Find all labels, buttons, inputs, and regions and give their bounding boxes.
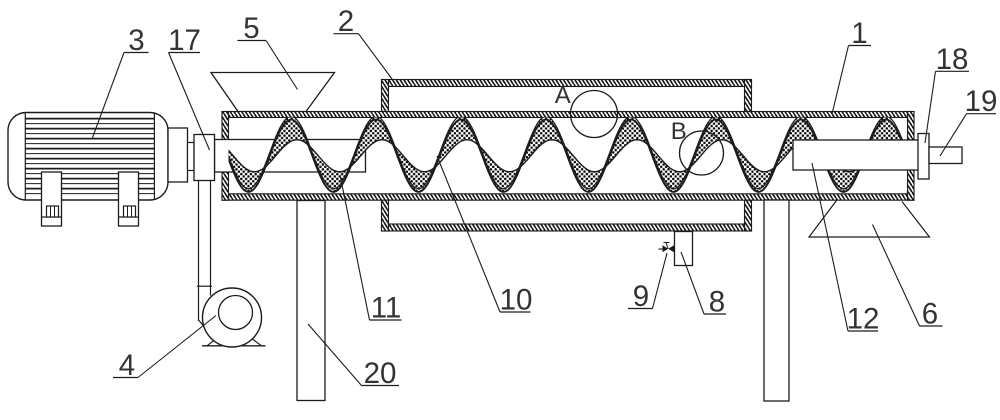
svg-text:5: 5 xyxy=(243,12,259,45)
svg-text:9: 9 xyxy=(633,280,649,313)
svg-text:4: 4 xyxy=(119,349,135,382)
svg-text:11: 11 xyxy=(371,292,402,325)
svg-text:6: 6 xyxy=(922,298,938,331)
svg-text:17: 17 xyxy=(168,24,201,57)
svg-text:18: 18 xyxy=(936,43,969,76)
svg-text:1: 1 xyxy=(851,17,867,50)
svg-text:19: 19 xyxy=(965,85,998,118)
svg-text:A: A xyxy=(555,82,571,109)
svg-text:20: 20 xyxy=(364,357,397,390)
svg-text:10: 10 xyxy=(500,284,533,317)
svg-text:2: 2 xyxy=(338,5,354,38)
svg-text:3: 3 xyxy=(128,24,144,57)
svg-text:12: 12 xyxy=(847,303,880,336)
svg-text:B: B xyxy=(671,118,687,145)
svg-text:8: 8 xyxy=(709,286,725,319)
